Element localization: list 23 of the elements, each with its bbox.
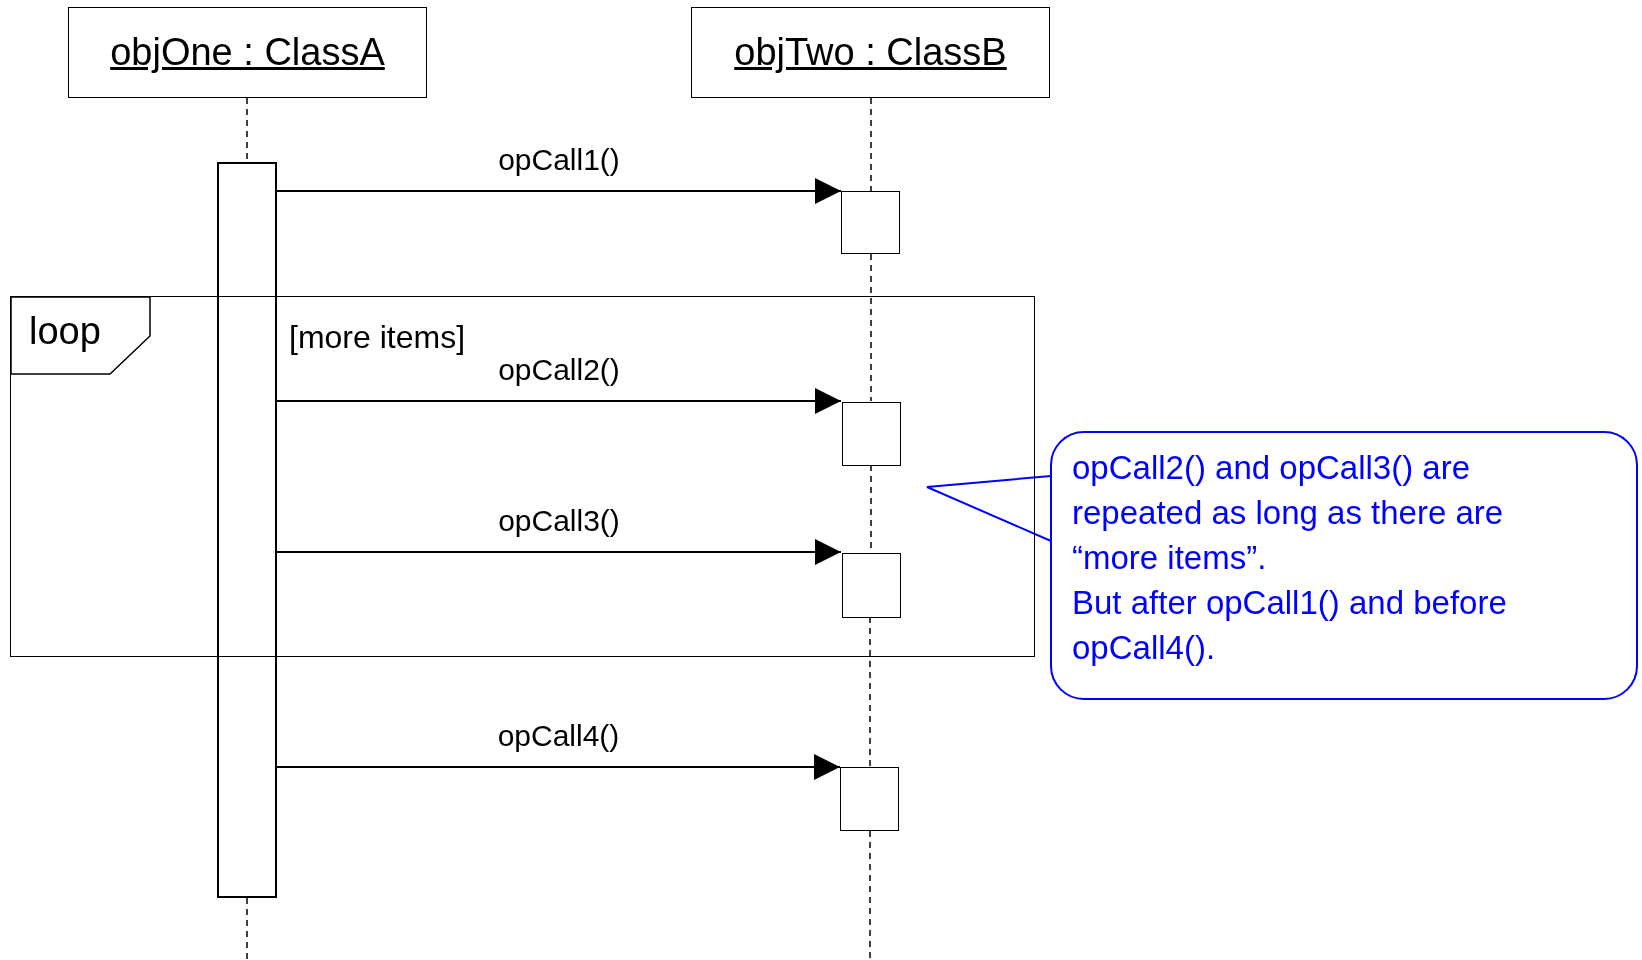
- activation-bar: [217, 162, 277, 898]
- message-arrow: [276, 539, 842, 565]
- loop-frame: [10, 296, 1035, 657]
- activation-box: [842, 402, 901, 466]
- lifeline: [246, 897, 248, 960]
- lifeline: [869, 830, 871, 960]
- lifeline: [870, 253, 872, 402]
- activation-box: [842, 553, 901, 618]
- lifeline: [869, 616, 871, 768]
- object-name: objOne : ClassA: [110, 31, 385, 74]
- activation-box: [841, 191, 900, 254]
- object-name: objTwo : ClassB: [734, 31, 1007, 74]
- lifeline-head: [68, 7, 427, 98]
- note-text: But after opCall1() and before opCall4().: [1072, 583, 1508, 668]
- operator-label: loop: [29, 311, 101, 351]
- message-arrow: [276, 388, 842, 414]
- note-text: opCall2() and opCall3() are repeated as long as there are “more items”.: [1072, 448, 1505, 578]
- lifeline-head: [691, 7, 1050, 98]
- activation-box: [840, 767, 899, 831]
- message-arrow: [276, 178, 842, 204]
- note-bubble: [1050, 431, 1638, 700]
- message-arrow: [276, 754, 841, 780]
- lifeline: [870, 97, 872, 192]
